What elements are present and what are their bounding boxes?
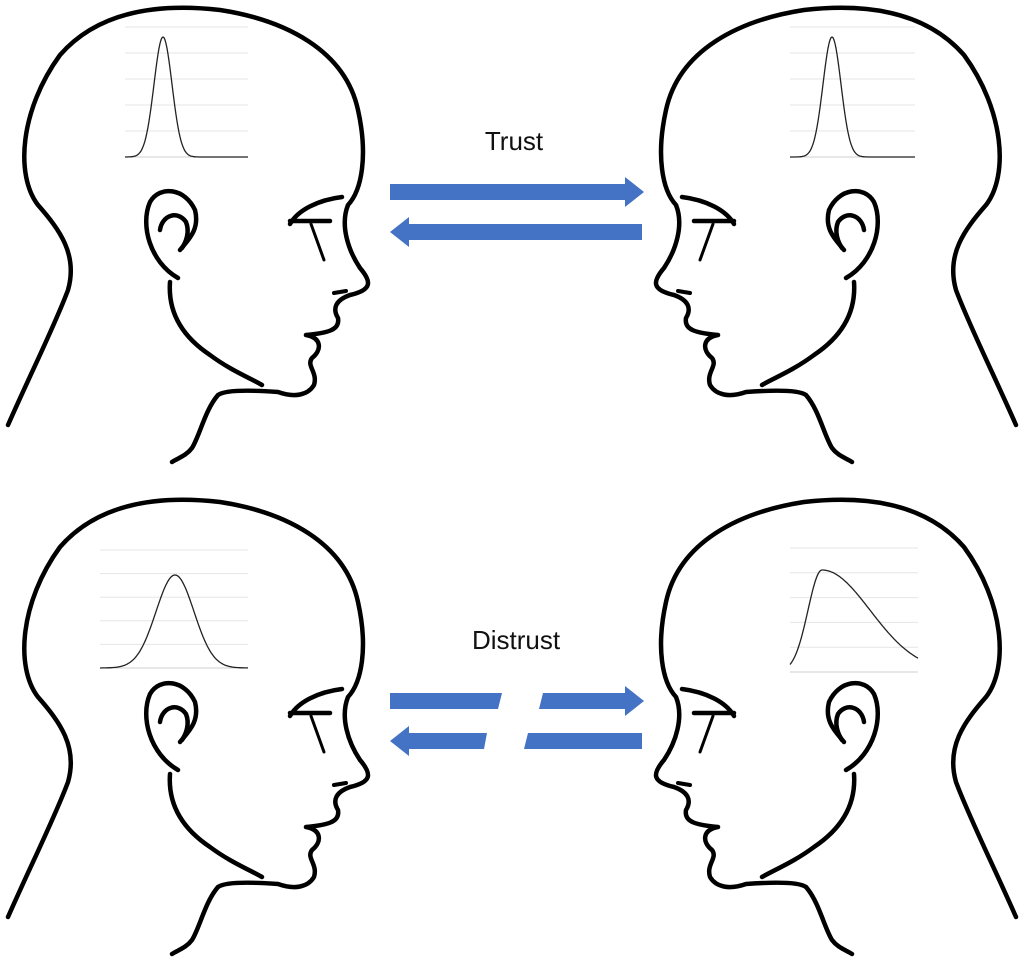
distribution-bottom-right [789,547,919,673]
head-top-left [8,8,368,462]
head-bottom-left [8,500,368,954]
distrust-label: Distrust [471,625,561,655]
distribution-top-left [125,26,248,158]
arrow-left-icon [390,726,487,756]
head-bottom-right [656,500,1016,954]
arrow-left-icon [390,217,642,247]
trust-label: Trust [484,126,544,156]
broken-arrow-left-segment-right [524,733,642,749]
distribution-curve [790,36,915,158]
distribution-curve [100,574,248,669]
distribution-bottom-left [100,549,248,669]
arrow-right-icon [390,177,644,207]
broken-arrow-right-segment-left [390,693,502,709]
trust-arrows [390,177,644,247]
distribution-curve [125,36,248,158]
distribution-curve [789,569,919,665]
arrow-right-icon [539,686,644,716]
head-top-right [656,8,1016,462]
distribution-top-right [790,26,915,158]
distrust-arrows [390,686,644,756]
